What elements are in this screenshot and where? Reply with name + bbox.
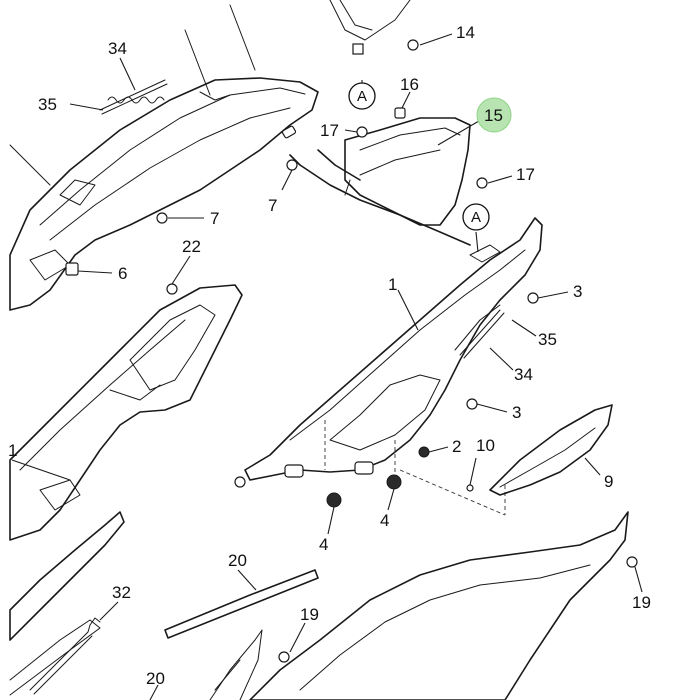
- callout-1-left: 1: [8, 441, 17, 460]
- callout-2: 2: [452, 437, 461, 456]
- callout-19-center: 19: [300, 605, 319, 624]
- callout-20-upper: 20: [228, 551, 247, 570]
- callout-labels: 34 35 14 16 15 17 17 7 7 6 22 1 3 35 34 …: [8, 23, 651, 688]
- callout-20-lower: 20: [146, 669, 165, 688]
- callout-4-left: 4: [319, 535, 328, 554]
- callout-35-upper: 35: [38, 95, 57, 114]
- cable-32: [29, 617, 101, 695]
- callout-34-upper: 34: [108, 39, 127, 58]
- callout-3-lower: 3: [512, 403, 521, 422]
- callout-7-left: 7: [210, 209, 219, 228]
- middle-left-side-cover: [9, 284, 243, 541]
- callout-14: 14: [456, 23, 475, 42]
- small-side-cover: [489, 404, 613, 496]
- lower-right-panel: [209, 511, 629, 700]
- callout-17-right: 17: [516, 165, 535, 184]
- svg-text:A: A: [471, 209, 481, 226]
- callout-10: 10: [476, 436, 495, 455]
- lower-left-strip: [9, 511, 125, 696]
- callout-32: 32: [112, 583, 131, 602]
- callout-3-upper: 3: [573, 282, 582, 301]
- svg-text:A: A: [357, 88, 367, 105]
- trim-strip-lower: [459, 309, 505, 359]
- callout-6: 6: [118, 264, 127, 283]
- callout-1-center: 1: [388, 275, 397, 294]
- center-upper-cover: [329, 0, 471, 226]
- callout-34-lower: 34: [514, 365, 533, 384]
- callout-22: 22: [182, 237, 201, 256]
- trim-strip-20: [164, 569, 319, 639]
- callout-7-right: 7: [268, 196, 277, 215]
- trim-strip-upper: [99, 79, 168, 115]
- fasteners: [65, 39, 638, 663]
- center-side-panel: [244, 217, 543, 516]
- highlight-marker-15: [476, 97, 512, 133]
- reference-mark-a-mid: A: [462, 203, 490, 231]
- reference-mark-a-top: A: [348, 82, 376, 110]
- connecting-band: [289, 149, 471, 246]
- callout-19-right: 19: [632, 593, 651, 612]
- leader-lines: [11, 33, 643, 700]
- callout-16: 16: [400, 75, 419, 94]
- callout-15: 15: [484, 106, 503, 125]
- callout-4-right: 4: [380, 511, 389, 530]
- callout-9: 9: [604, 472, 613, 491]
- callout-17-left: 17: [320, 121, 339, 140]
- upper-left-body-panel: [9, 4, 319, 311]
- callout-35-lower: 35: [538, 330, 557, 349]
